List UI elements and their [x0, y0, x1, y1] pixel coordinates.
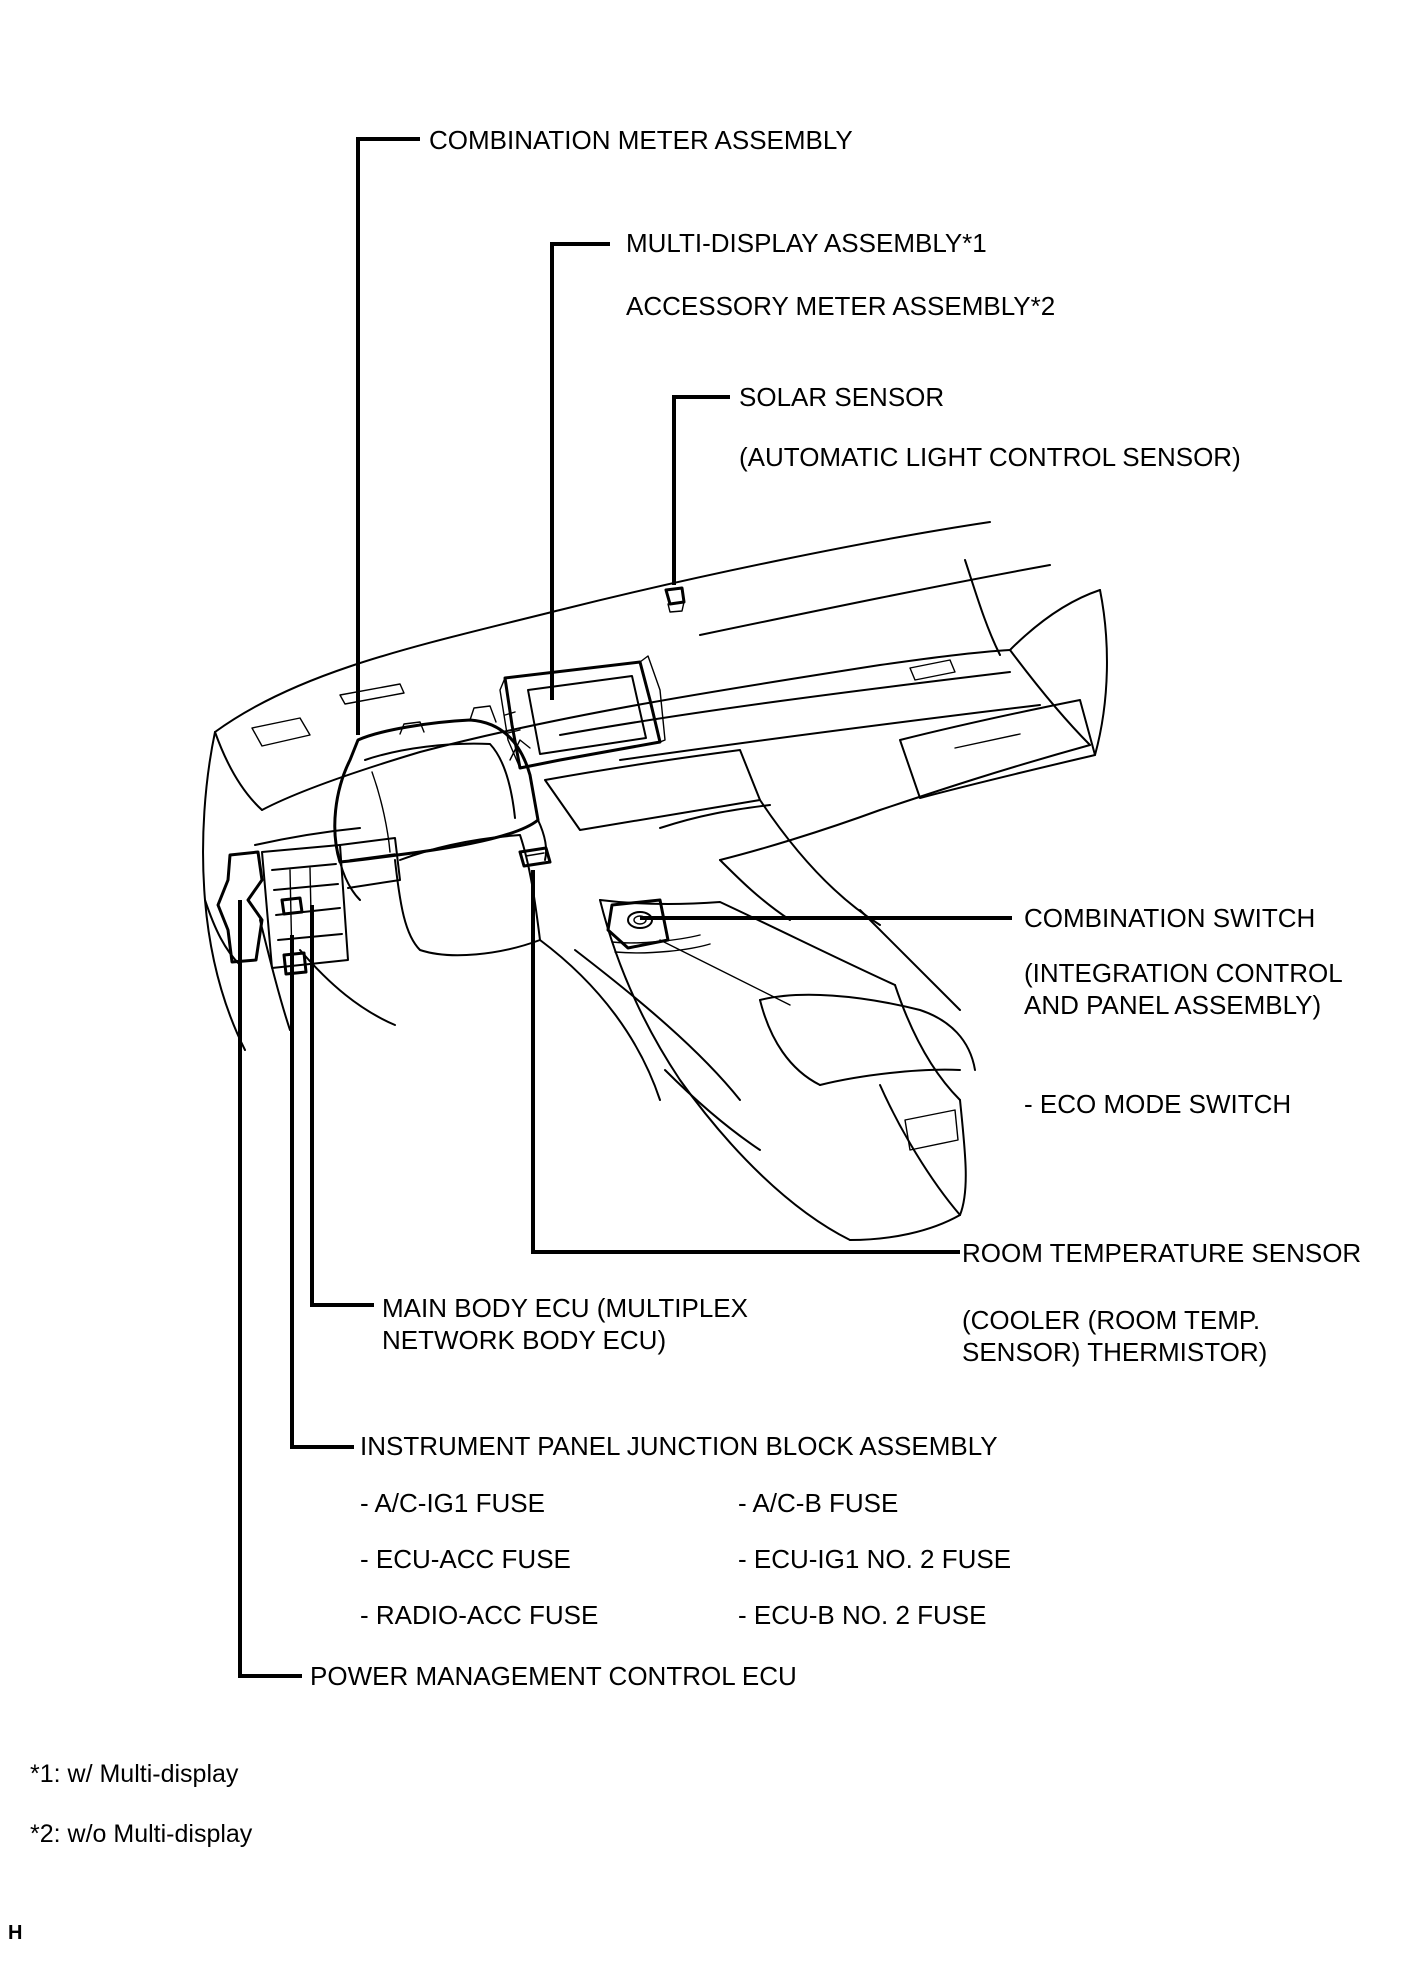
- label-fuse-ecu-acc: - ECU-ACC FUSE: [360, 1544, 571, 1574]
- label-combination-switch: COMBINATION SWITCH: [1024, 903, 1316, 933]
- label-combination-switch-sub1: (INTEGRATION CONTROL: [1024, 958, 1343, 988]
- left-ecu-cluster-illustration: [216, 827, 401, 976]
- label-junction-block: INSTRUMENT PANEL JUNCTION BLOCK ASSEMBLY: [360, 1431, 998, 1461]
- room-temp-sensor-illustration: [518, 846, 552, 868]
- leader-multi-display: [550, 242, 610, 700]
- leader-combination-meter: [356, 137, 420, 735]
- leader-lines: [238, 137, 1012, 1678]
- leader-main-body-ecu: [310, 905, 374, 1307]
- label-solar-sensor: SOLAR SENSOR: [739, 382, 945, 412]
- corner-mark: H: [8, 1922, 23, 1944]
- label-combination-meter: COMBINATION METER ASSEMBLY: [429, 125, 853, 155]
- label-power-mgmt-ecu: POWER MANAGEMENT CONTROL ECU: [310, 1661, 797, 1691]
- label-solar-sensor-sub: (AUTOMATIC LIGHT CONTROL SENSOR): [739, 442, 1241, 472]
- label-eco-mode-switch: - ECO MODE SWITCH: [1024, 1089, 1292, 1119]
- label-fuse-radio-acc: - RADIO-ACC FUSE: [360, 1600, 599, 1630]
- label-multi-display: MULTI-DISPLAY ASSEMBLY*1: [626, 228, 987, 258]
- combination-switch-illustration: [606, 898, 711, 954]
- center-console: [599, 899, 976, 1241]
- leader-solar-sensor: [672, 395, 730, 585]
- dashboard-body: [202, 521, 1108, 1151]
- combination-meter-illustration: [333, 705, 548, 901]
- multi-display-illustration: [499, 655, 666, 770]
- label-main-body-ecu-1: MAIN BODY ECU (MULTIPLEX: [382, 1293, 748, 1323]
- label-fuse-ecu-b-no2: - ECU-B NO. 2 FUSE: [738, 1600, 987, 1630]
- leader-power-mgmt: [238, 900, 302, 1678]
- leader-room-temp: [531, 870, 960, 1254]
- label-accessory-meter: ACCESSORY METER ASSEMBLY*2: [626, 291, 1056, 321]
- label-main-body-ecu-2: NETWORK BODY ECU): [382, 1325, 667, 1355]
- label-fuse-ac-b: - A/C-B FUSE: [738, 1488, 899, 1518]
- footnote-2: *2: w/o Multi-display: [30, 1820, 253, 1848]
- label-fuse-ac-ig1: - A/C-IG1 FUSE: [360, 1488, 545, 1518]
- label-room-temp-sub2: SENSOR) THERMISTOR): [962, 1337, 1268, 1367]
- footnote-1: *1: w/ Multi-display: [30, 1760, 239, 1788]
- label-room-temp-sensor: ROOM TEMPERATURE SENSOR: [962, 1238, 1362, 1268]
- leader-junction-block: [290, 935, 354, 1449]
- label-room-temp-sub1: (COOLER (ROOM TEMP.: [962, 1305, 1261, 1335]
- solar-sensor-illustration: [664, 586, 686, 613]
- label-combination-switch-sub2: AND PANEL ASSEMBLY): [1024, 990, 1322, 1020]
- label-fuse-ecu-ig1-no2: - ECU-IG1 NO. 2 FUSE: [738, 1544, 1012, 1574]
